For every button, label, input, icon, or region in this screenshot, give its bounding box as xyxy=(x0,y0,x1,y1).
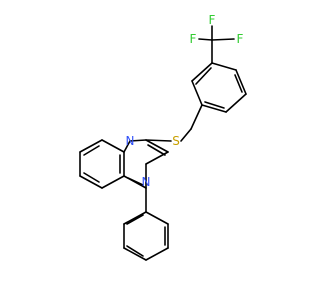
double-bond-line xyxy=(234,74,243,93)
double-bond-line xyxy=(83,172,100,183)
double-bond-line xyxy=(126,214,144,225)
bond-line xyxy=(201,104,227,113)
bond-line xyxy=(79,175,103,189)
bond-line xyxy=(198,38,213,41)
bond-line xyxy=(101,139,125,153)
bond-line xyxy=(191,80,203,106)
atom-label-n3: N xyxy=(142,175,151,189)
bond-line xyxy=(123,247,147,261)
atom-label-n1: N xyxy=(126,134,135,148)
bond-line xyxy=(123,140,131,153)
bond-line xyxy=(79,139,103,153)
bond-line xyxy=(190,104,203,130)
bond-line xyxy=(145,151,169,165)
double-bond-line xyxy=(147,144,166,156)
double-bond-line xyxy=(195,67,212,85)
bond-line xyxy=(145,139,172,142)
bond-line xyxy=(211,62,237,71)
double-bond-line xyxy=(126,245,144,257)
atom-label-s: S xyxy=(172,134,180,148)
bond-line xyxy=(129,139,147,142)
double-bond-line xyxy=(127,177,144,186)
bond-line xyxy=(225,93,247,113)
double-bond-line xyxy=(83,145,100,156)
atom-label-f2: F xyxy=(209,13,216,27)
bond-line xyxy=(235,69,247,95)
bond-line xyxy=(101,175,125,189)
atom-label-f1: F xyxy=(190,32,197,46)
bond-line xyxy=(211,38,235,41)
bond-line xyxy=(123,211,147,225)
bond-lines xyxy=(79,25,247,261)
molecule-structure-diagram: N N S F F F xyxy=(79,13,247,261)
bond-line xyxy=(191,62,213,82)
atom-labels: N N S F F F xyxy=(126,13,244,189)
bond-line xyxy=(145,211,169,225)
bond-line xyxy=(145,247,169,261)
bond-line xyxy=(145,139,169,153)
atom-label-f3: F xyxy=(237,32,244,46)
bond-line xyxy=(180,128,192,142)
double-bond-line xyxy=(204,101,225,109)
